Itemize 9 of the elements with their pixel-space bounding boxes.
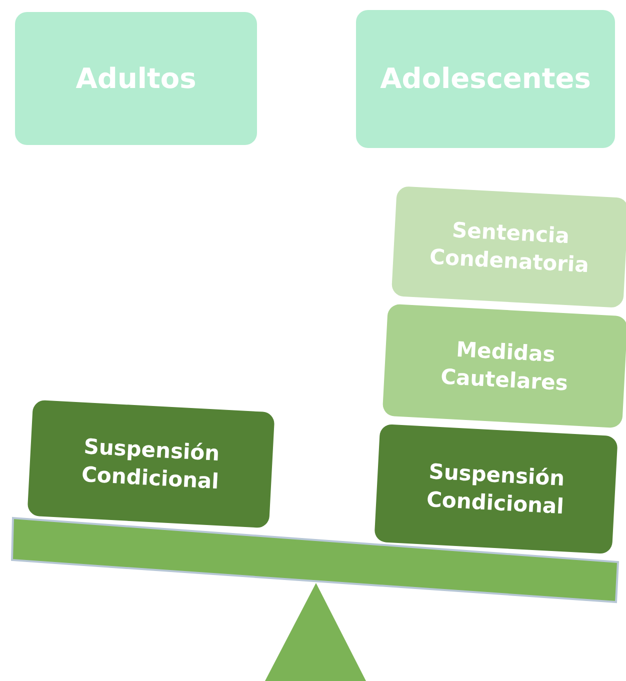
box-label: Medidas Cautelares	[439, 336, 570, 398]
box-label: Suspensión Condicional	[80, 433, 222, 496]
box-label: Sentencia Condenatoria	[428, 216, 590, 280]
box-label: Adultos	[76, 60, 196, 97]
label-box	[356, 10, 615, 148]
box-label: Suspensión Condicional	[425, 458, 566, 521]
label-box	[382, 304, 626, 428]
box-label: Adolescentes	[380, 61, 591, 98]
label-box	[15, 12, 257, 145]
